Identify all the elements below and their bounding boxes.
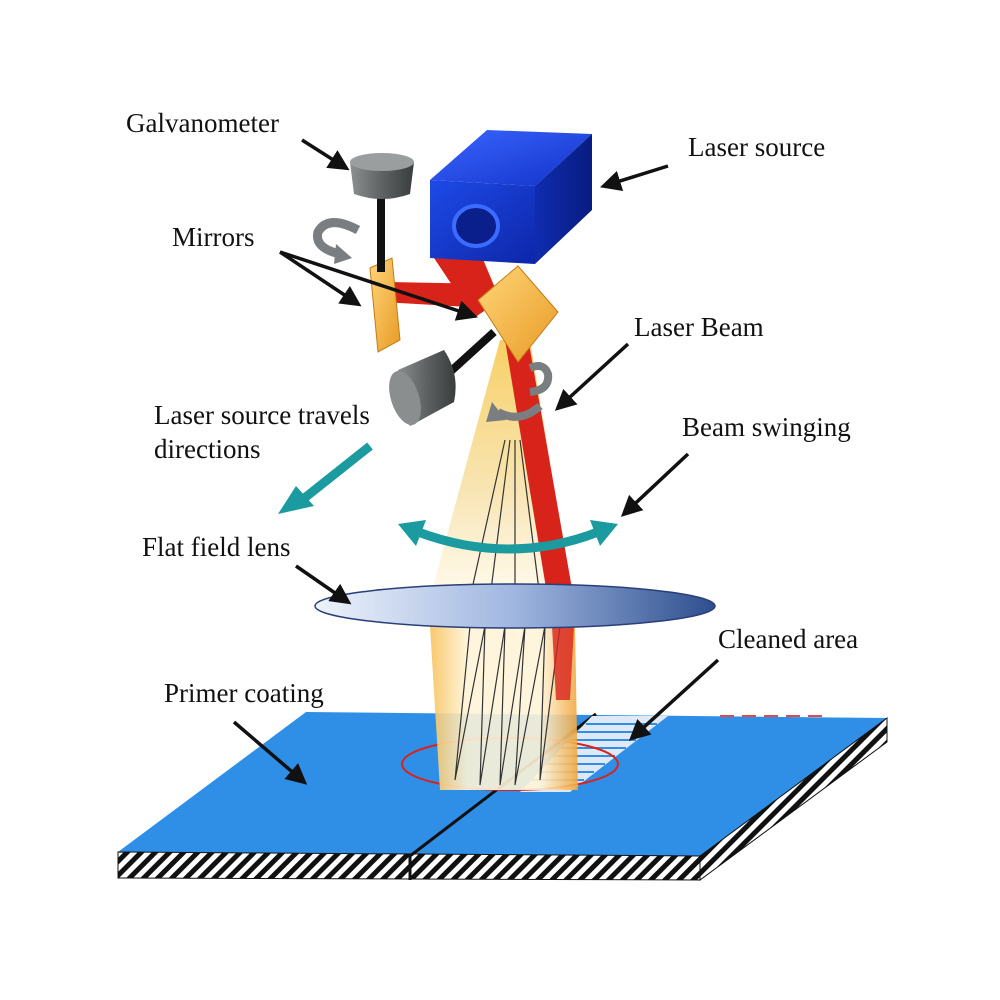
pointer-arrows [232, 138, 720, 785]
label-travel-line2: directions [154, 434, 260, 464]
label-mirrors: Mirrors [172, 222, 255, 252]
arrow-cleaned-area [628, 658, 720, 741]
beam-below-lens [552, 626, 574, 700]
arrow-mirrors-left [279, 250, 362, 307]
galv-right-shaft [447, 329, 497, 375]
laser-box-side [535, 134, 592, 264]
label-cleaned-area: Cleaned area [718, 624, 858, 654]
galv-top-body [350, 162, 414, 199]
arrow-beam-swinging [620, 452, 690, 517]
arrow-flat-field-lens [295, 564, 352, 605]
arrow-mirrors-right [279, 250, 478, 321]
laser-beam-path [382, 228, 574, 700]
laser-box-top [430, 130, 592, 186]
galvanometer-right [389, 329, 497, 426]
arrow-galvanometer [301, 138, 350, 171]
flat-field-lens [314, 583, 716, 629]
arrow-laser-beam [554, 342, 630, 411]
galv-top-shaft [377, 196, 385, 272]
beam-downward [505, 338, 574, 600]
laser-aperture [452, 204, 500, 248]
label-laser-beam: Laser Beam [634, 312, 764, 342]
beam-swing-arrow [398, 520, 618, 554]
label-flat-field-lens: Flat field lens [142, 532, 290, 562]
label-beam-swinging: Beam swinging [682, 412, 851, 442]
arrow-laser-source [599, 164, 669, 192]
galv-right-cap [389, 371, 421, 425]
label-primer-coating: Primer coating [164, 678, 324, 708]
label-laser-source: Laser source [688, 132, 825, 162]
laser-source-box [430, 130, 592, 264]
label-galvanometer: Galvanometer [126, 108, 279, 138]
galvanometer-top [350, 153, 414, 272]
plate-side-edge [699, 717, 888, 881]
mirror-right [477, 265, 559, 363]
travel-direction-arrow [278, 442, 373, 514]
label-travel-line1: Laser source travels [154, 400, 370, 430]
arrow-primer-coating [232, 720, 308, 785]
rotation-arrow-right [486, 362, 553, 422]
galv-top-cap [350, 153, 414, 171]
rotation-arrow-top [312, 218, 361, 264]
scan-lines [454, 439, 561, 786]
mirror-left [369, 257, 401, 353]
